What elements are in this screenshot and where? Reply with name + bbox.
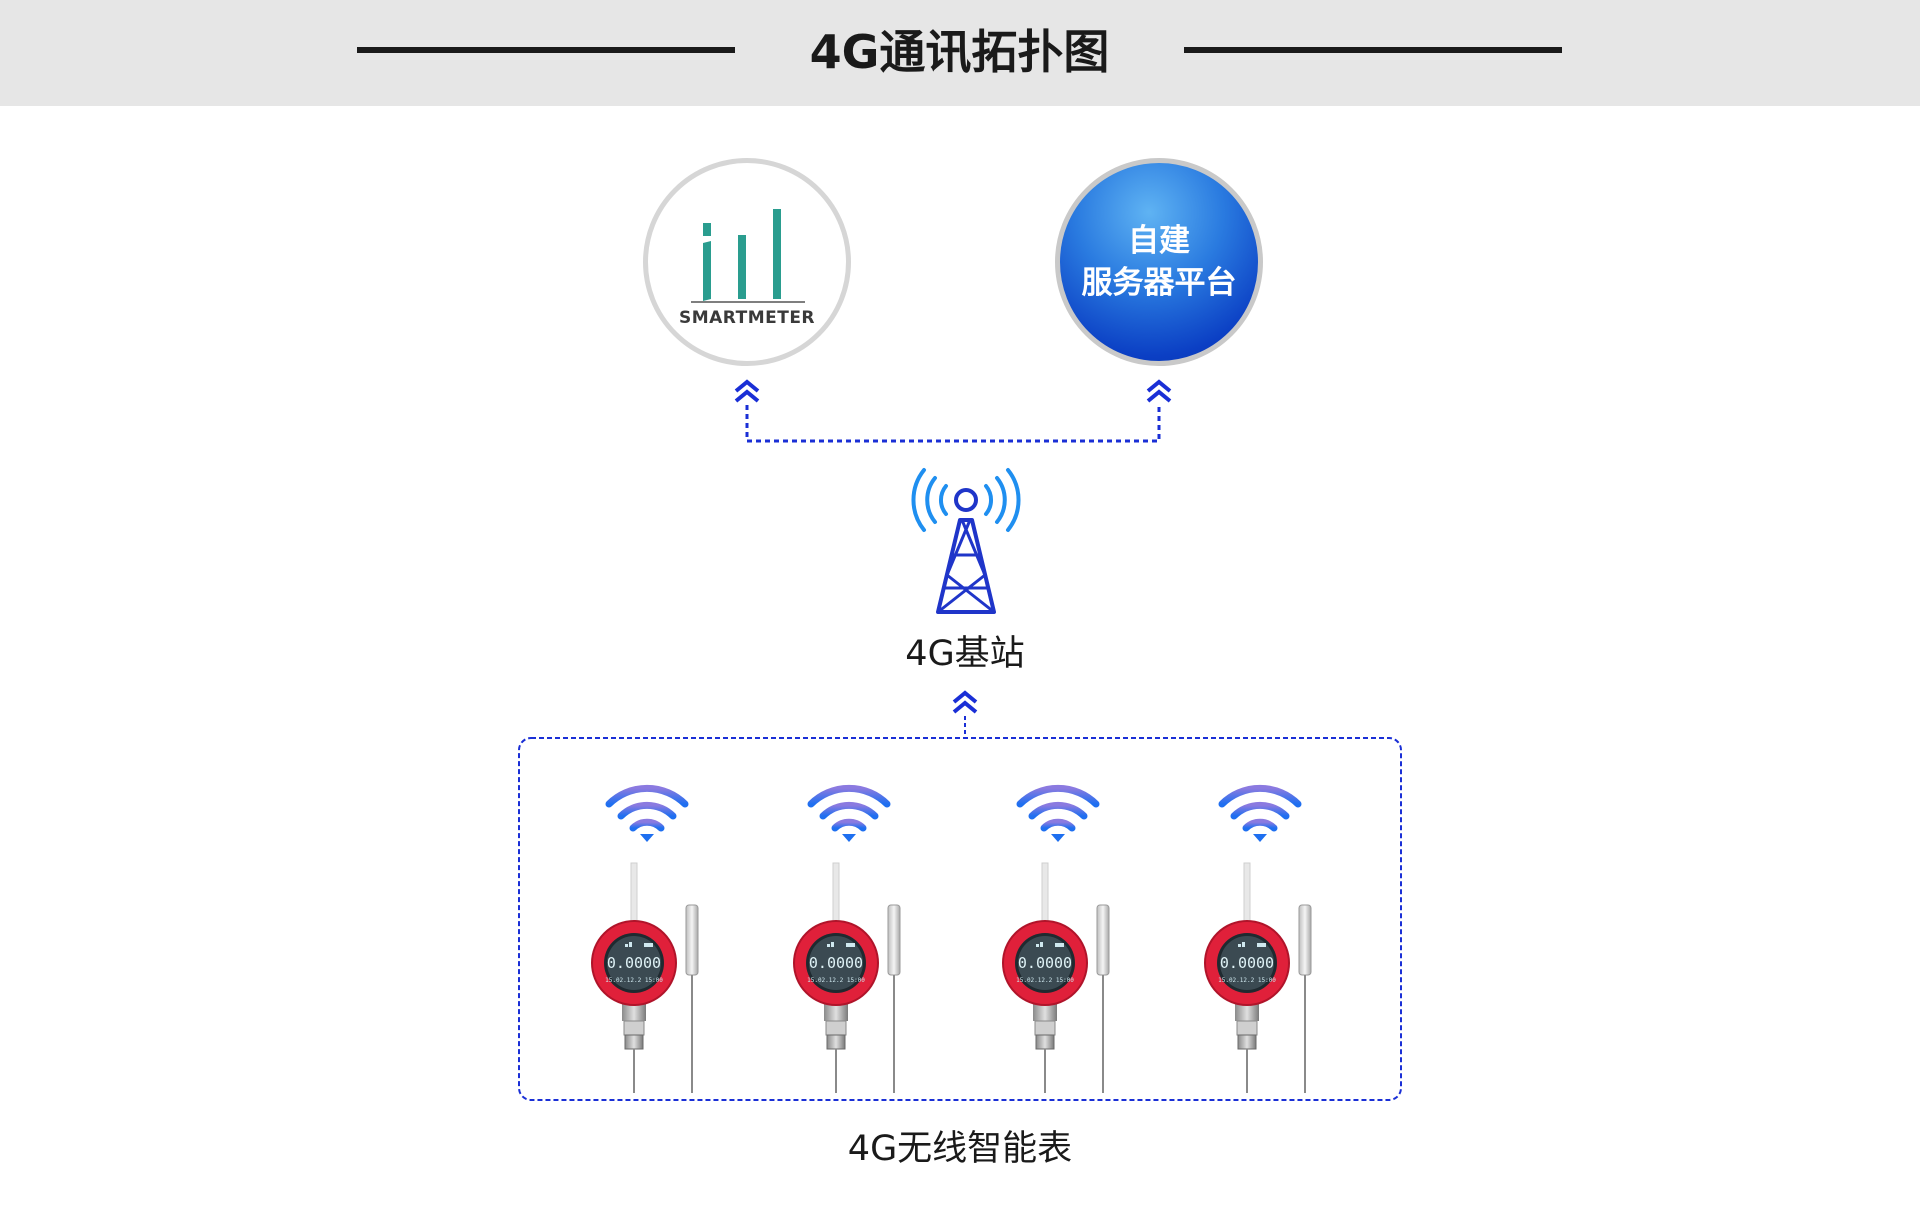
server-platform-node: 自建 服务器平台 — [1055, 158, 1263, 366]
meter-reading: 0.0000 — [607, 954, 661, 972]
header-divider-right — [1184, 47, 1562, 53]
wifi-icon — [811, 788, 887, 842]
server-label-line2: 服务器平台 — [1081, 265, 1237, 301]
smart-meter-device: 0.0000 — [1204, 862, 1312, 1094]
meter-reading: 0.0000 — [809, 954, 863, 972]
header-band — [0, 0, 1920, 106]
uplink-arrow-icon — [734, 380, 760, 403]
device-group-frame — [518, 737, 1402, 1101]
uplink-arrow-icon — [952, 691, 978, 714]
smartmeter-platform-node: SMARTMETER — [643, 158, 851, 366]
wifi-icon — [1020, 788, 1096, 842]
cell-tower-icon — [911, 468, 1021, 614]
device-group-label: 4G无线智能表 — [847, 1129, 1073, 1169]
uplink-arrow-icon — [1146, 380, 1172, 403]
smartmeter-logo-icon — [691, 209, 805, 303]
smart-meter-device: 0.0000 — [793, 862, 901, 1094]
smartmeter-logo-text: SMARTMETER — [678, 308, 816, 328]
page-title: 4G通讯拓扑图 — [809, 25, 1110, 79]
header-divider-left — [357, 47, 735, 53]
meter-reading: 0.0000 — [1018, 954, 1072, 972]
smart-meter-device: 0.0000 — [591, 862, 699, 1094]
wifi-icon — [1222, 788, 1298, 842]
smart-meter-device: 0.0000 — [1002, 862, 1110, 1094]
meter-reading: 0.0000 — [1220, 954, 1274, 972]
tower-label: 4G基站 — [905, 634, 1025, 674]
wifi-icon — [609, 788, 685, 842]
platform-link — [745, 405, 1161, 443]
server-label-line1: 自建 — [1128, 223, 1190, 259]
